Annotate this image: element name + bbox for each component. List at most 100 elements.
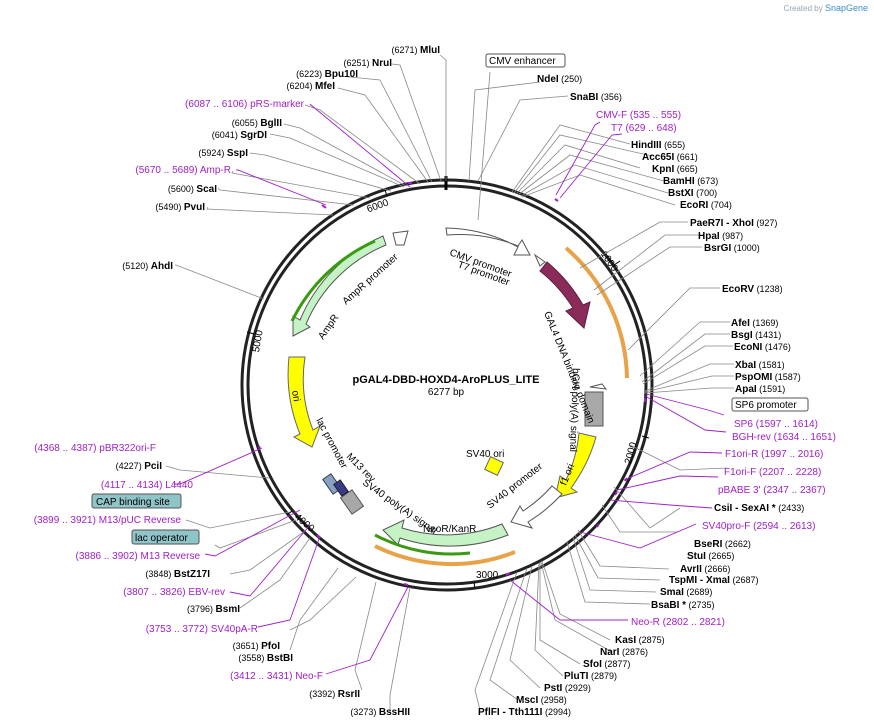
site-label-sv40prof: SV40pro-F (2594 .. 2613) bbox=[702, 521, 815, 532]
site-label-bsrgi: BsrGI (1000) bbox=[704, 243, 760, 254]
site-label-sgrdi: (6041) SgrDI bbox=[212, 130, 267, 141]
site-label-ecori: EcoRI (704) bbox=[680, 200, 732, 211]
site-label-neof: (3412 .. 3431) Neo-F bbox=[230, 671, 323, 682]
site-label-pfoi: (3651) PfoI bbox=[233, 641, 281, 652]
site-label-rsrii: (3392) RsrII bbox=[309, 689, 360, 700]
site-label-snabi: SnaBI (356) bbox=[570, 92, 622, 103]
ampr-promoter-arrow bbox=[392, 230, 409, 246]
site-label-econi: EcoNI (1476) bbox=[734, 342, 791, 353]
leader-lines bbox=[165, 54, 734, 712]
primer-lines bbox=[174, 103, 727, 675]
site-label-sv40par: (3753 .. 3772) SV40pA-R bbox=[146, 624, 258, 635]
site-label-pcii: (4227) PciI bbox=[116, 461, 163, 472]
bgh-polya-box bbox=[584, 391, 604, 427]
site-label-ecorv: EcoRV (1238) bbox=[722, 284, 783, 295]
snapgene-credit: Created by SnapGene bbox=[784, 3, 868, 13]
label-lac-promoter: lac promoter bbox=[313, 416, 349, 471]
site-label-pbr322: (4368 .. 4387) pBR322ori-F bbox=[34, 443, 156, 454]
site-label-smai: SmaI (2689) bbox=[660, 587, 712, 598]
site-label-mlui: (6271) MluI bbox=[391, 45, 440, 56]
site-label-bstz17i: (3848) BstZ17I bbox=[145, 569, 210, 580]
site-label-scai: (5600) ScaI bbox=[168, 184, 217, 195]
site-label-psti: PstI (2929) bbox=[544, 683, 591, 694]
label-neor-kanr: NeoR/KanR bbox=[423, 524, 476, 535]
site-label-bglii: (6055) BglII bbox=[232, 118, 282, 129]
label-ori: ori bbox=[289, 390, 302, 403]
site-label-prs: (6087 .. 6106) pRS-marker bbox=[185, 99, 305, 110]
site-label-nrui: (6251) NruI bbox=[343, 58, 392, 69]
site-label-pvui: (5490) PvuI bbox=[155, 202, 205, 213]
site-label-xbai: XbaI (1581) bbox=[735, 360, 785, 371]
plasmid-size: 6277 bp bbox=[428, 387, 465, 398]
site-label-bamhi: BamHI (673) bbox=[663, 176, 718, 187]
ori-arrow bbox=[287, 356, 321, 448]
site-label-hpai: HpaI (987) bbox=[698, 231, 743, 242]
sv40-promoter-arrow bbox=[510, 485, 563, 529]
site-label-bsshii: (3273) BssHII bbox=[350, 707, 410, 718]
ampr-green-arc bbox=[290, 239, 376, 322]
site-label-acc65i: Acc65I (661) bbox=[642, 152, 698, 163]
tick-3000: 3000 bbox=[476, 570, 499, 581]
primer-marks bbox=[258, 182, 646, 586]
site-label-bsgi: BsgI (1431) bbox=[731, 330, 781, 341]
site-label-m13puc: (3899 .. 3921) M13/pUC Reverse bbox=[34, 515, 182, 526]
site-label-apai: ApaI (1591) bbox=[735, 384, 785, 395]
site-label-ampr_p: (5670 .. 5689) Amp-R bbox=[135, 165, 231, 176]
lac-operator-box bbox=[131, 529, 200, 545]
site-label-bstbi: (3558) BstBI bbox=[238, 653, 293, 664]
f1-ori-arrow bbox=[554, 432, 597, 499]
label-bgh: bGH poly(A) signal bbox=[567, 368, 581, 452]
cmv-enhancer-line bbox=[477, 71, 491, 221]
site-label-sfoi: SfoI (2877) bbox=[583, 659, 630, 670]
site-label-ndei: NdeI (250) bbox=[537, 74, 582, 85]
cmv-promoter-arrow bbox=[445, 227, 531, 256]
site-label-bseri: BseRI (2662) bbox=[694, 539, 751, 550]
sv40-ori-box bbox=[484, 456, 504, 476]
tick-5000: 5000 bbox=[251, 329, 266, 353]
sp6-arrow bbox=[589, 383, 608, 390]
gal4-orange-arc bbox=[564, 246, 629, 379]
site-label-csii: CsiI - SexAI * (2433) bbox=[714, 503, 804, 514]
gal4-dbd-arrow bbox=[539, 261, 591, 329]
site-label-pspomi: PspOMI (1587) bbox=[735, 372, 801, 383]
site-label-bsmi: (3796) BsmI bbox=[187, 604, 240, 615]
site-label-f1orir: F1ori-R (1997 .. 2016) bbox=[725, 449, 823, 460]
site-label-pflfi: PflFI - Tth111I (2994) bbox=[478, 707, 571, 718]
label-sv40-ori: SV40 ori bbox=[466, 449, 504, 460]
site-label-bghrev: BGH-rev (1634 .. 1651) bbox=[732, 432, 836, 443]
site-label-kasi: KasI (2875) bbox=[615, 635, 665, 646]
site-label-bstxi: BstXI (700) bbox=[668, 188, 717, 199]
site-label-t7: T7 (629 .. 648) bbox=[611, 123, 677, 134]
credit-prefix: Created by bbox=[783, 4, 823, 13]
site-label-f1orif: F1ori-F (2207 .. 2228) bbox=[724, 467, 821, 478]
site-label-bpu10i: (6223) Bpu10I bbox=[296, 69, 358, 80]
site-label-cmvf: CMV-F (535 .. 555) bbox=[596, 110, 681, 121]
site-label-sp6: SP6 (1597 .. 1614) bbox=[734, 419, 818, 430]
site-label-m13r: (3886 .. 3902) M13 Reverse bbox=[75, 551, 200, 562]
tick-6000: 6000 bbox=[365, 197, 390, 215]
sp6-promoter-box bbox=[731, 397, 809, 412]
cmv-enhancer-label: CMV enhancer bbox=[489, 56, 556, 67]
site-label-l4440: (4117 .. 4134) L4440 bbox=[101, 480, 194, 491]
neor-kanr-arrow bbox=[382, 519, 509, 547]
site-label-pbabe: pBABE 3' (2347 .. 2367) bbox=[718, 485, 826, 496]
site-label-neor: Neo-R (2802 .. 2821) bbox=[631, 617, 725, 628]
t7-promoter-arrow bbox=[533, 253, 546, 267]
site-label-tspmi: TspMI - XmaI (2687) bbox=[669, 575, 758, 586]
site-label-paer7i: PaeR7I - XhoI (927) bbox=[690, 218, 777, 229]
lac-operator-label: lac operator bbox=[135, 533, 188, 544]
neor-orange-arc bbox=[374, 544, 516, 567]
site-label-ebvrev: (3807 .. 3826) EBV-rev bbox=[123, 587, 225, 598]
site-label-pluti: PluTI (2879) bbox=[564, 671, 617, 682]
site-label-afei: AfeI (1369) bbox=[731, 318, 778, 329]
site-label-nari: NarI (2876) bbox=[600, 647, 648, 658]
site-label-msci: MscI (2958) bbox=[516, 695, 567, 706]
cap-site-label: CAP binding site bbox=[96, 497, 170, 508]
snapgene-logo: SnapGene bbox=[824, 3, 868, 13]
cap-site-box bbox=[91, 493, 182, 509]
sv40-polya-box bbox=[339, 489, 365, 515]
m13rev-box bbox=[333, 479, 349, 497]
site-label-avrii: AvrII (2666) bbox=[680, 564, 730, 575]
label-ampr: AmpR bbox=[316, 313, 341, 342]
